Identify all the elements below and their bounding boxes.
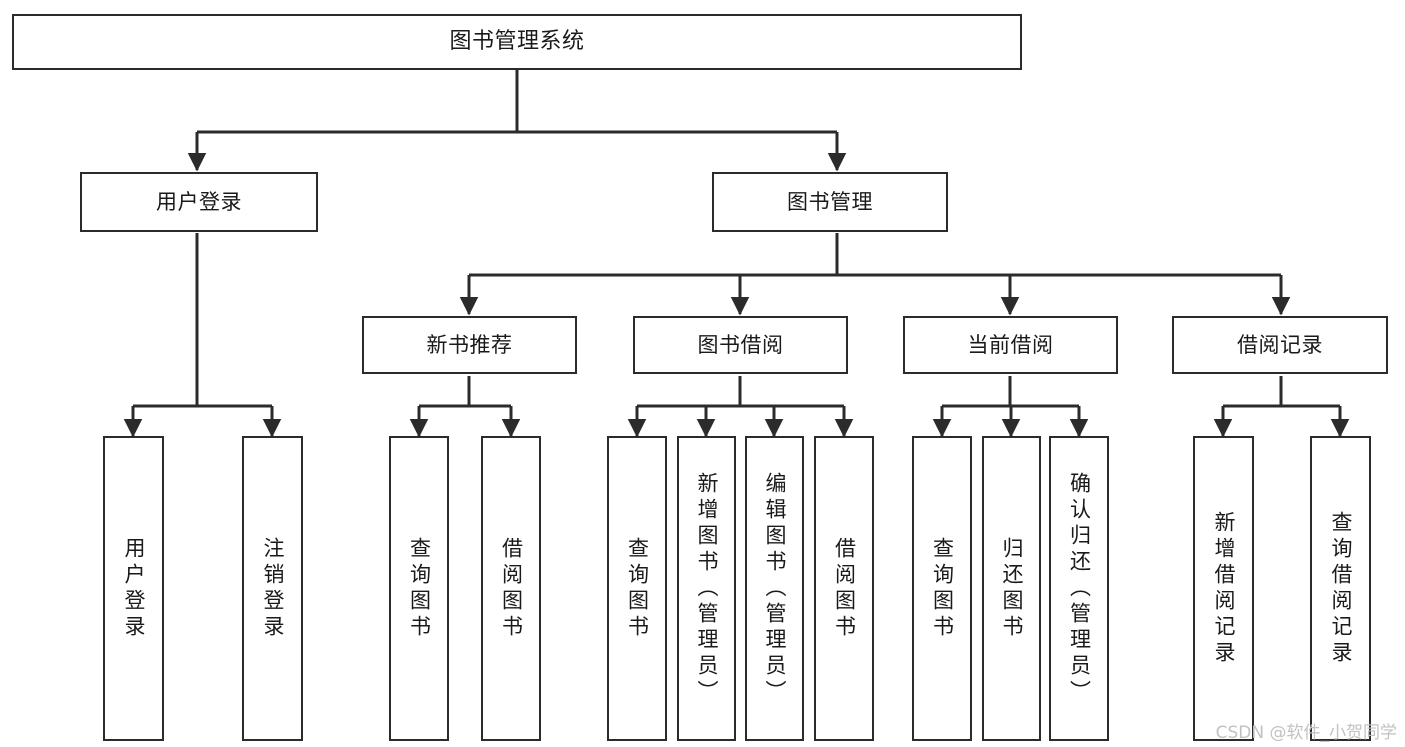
node-book-manage[interactable]: 图书管理 (712, 172, 948, 232)
node-leaf-borrow-book-1[interactable]: 借阅图书 (481, 436, 541, 741)
node-current-borrow[interactable]: 当前借阅 (903, 316, 1118, 374)
node-leaf-query-book-2[interactable]: 查询图书 (607, 436, 667, 741)
watermark-text: CSDN @软件_小贺同学 (1215, 723, 1397, 743)
node-label: 图书借阅 (697, 332, 784, 357)
node-book-borrow[interactable]: 图书借阅 (633, 316, 848, 374)
node-leaf-query-record[interactable]: 查询借阅记录 (1310, 436, 1371, 741)
node-borrow-record[interactable]: 借阅记录 (1172, 316, 1388, 374)
node-label: 借阅图书 (499, 536, 524, 641)
node-user-login[interactable]: 用户登录 (80, 172, 318, 232)
node-label: 注销登录 (261, 536, 285, 641)
node-leaf-confirm-return[interactable]: 确认归还（管理员） (1049, 436, 1109, 741)
node-label: 查询图书 (930, 536, 955, 641)
node-leaf-borrow-book-2[interactable]: 借阅图书 (814, 436, 874, 741)
node-label: 图书管理 (787, 189, 873, 214)
node-label: 用户登录 (122, 536, 146, 641)
node-leaf-add-record[interactable]: 新增借阅记录 (1193, 436, 1254, 741)
node-leaf-user-login[interactable]: 用户登录 (103, 436, 164, 741)
node-label: 查询图书 (625, 536, 650, 641)
node-leaf-query-book-1[interactable]: 查询图书 (389, 436, 449, 741)
node-root-system[interactable]: 图书管理系统 (12, 14, 1022, 70)
node-label: 编辑图书（管理员） (763, 471, 787, 706)
node-label: 查询借阅记录 (1329, 510, 1353, 667)
node-label: 确认归还（管理员） (1067, 471, 1092, 706)
node-label: 当前借阅 (967, 332, 1054, 357)
node-leaf-logout[interactable]: 注销登录 (242, 436, 303, 741)
node-leaf-edit-book[interactable]: 编辑图书（管理员） (745, 436, 804, 741)
node-label: 用户登录 (156, 189, 242, 214)
node-label: 借阅图书 (832, 536, 857, 641)
node-label: 归还图书 (1000, 536, 1024, 641)
node-label: 借阅记录 (1237, 332, 1323, 357)
node-new-book-recommend[interactable]: 新书推荐 (362, 316, 577, 374)
node-label: 新增借阅记录 (1212, 510, 1236, 667)
node-label: 查询图书 (407, 536, 432, 641)
node-leaf-query-book-3[interactable]: 查询图书 (912, 436, 972, 741)
node-label: 新增图书（管理员） (695, 471, 719, 706)
node-label: 图书管理系统 (449, 29, 585, 55)
node-label: 新书推荐 (426, 332, 513, 357)
node-leaf-add-book[interactable]: 新增图书（管理员） (677, 436, 736, 741)
node-leaf-return-book[interactable]: 归还图书 (982, 436, 1041, 741)
